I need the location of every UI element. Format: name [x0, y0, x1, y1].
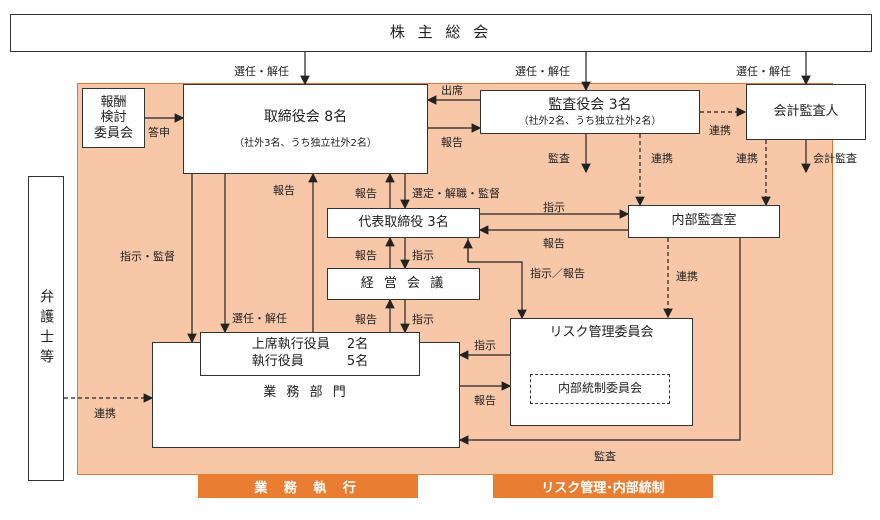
risk-management-committee: リスク管理委員会	[510, 318, 693, 426]
label-elect-officers: 選任・解任	[232, 312, 287, 325]
remuneration-line-3: 委員会	[93, 125, 133, 141]
internal-audit-office: 内部監査室	[628, 205, 780, 238]
lawyers: 弁護士等	[28, 176, 64, 481]
label-audit-bottom: 監査	[594, 450, 616, 463]
label-instruct-report: 指示／報告	[530, 267, 585, 280]
label-report-mm-rep: 報告	[355, 249, 377, 262]
internal-audit-label: 内部監査室	[671, 213, 737, 229]
label-elect-accounting: 選任・解任	[736, 65, 791, 78]
shareholders-label: 株 主 総 会	[389, 23, 493, 42]
footer-execution: 業 務 執 行	[198, 474, 418, 498]
lawyer-label: 弁護士等	[38, 288, 55, 369]
label-report-risk: 報告	[474, 394, 496, 407]
label-liaison-aud-ia: 連携	[651, 152, 673, 165]
label-report-off-mm: 報告	[355, 313, 377, 326]
label-report-upper: 報告	[273, 184, 295, 197]
officers-label: 執行役員 5名	[251, 354, 369, 369]
footer-risk-control: リスク管理･内部統制	[493, 474, 713, 498]
label-report-ia: 報告	[543, 237, 565, 250]
shareholders-meeting: 株 主 総 会	[10, 14, 872, 52]
board-of-directors: 取締役会 8名 （社外3名、うち独立社外2名）	[183, 84, 428, 174]
label-attendance: 出席	[441, 84, 463, 97]
label-instruct-ia: 指示	[543, 201, 565, 214]
senior-officers-label: 上席執行役員 2名	[251, 337, 369, 353]
label-accounting-audit: 会計監査	[813, 152, 857, 165]
label-elect-board: 選任・解任	[234, 65, 289, 78]
label-audit-auditors: 監査	[548, 152, 570, 165]
label-elect-auditors: 選任・解任	[515, 65, 570, 78]
accounting-auditor-label: 会計監査人	[773, 103, 839, 119]
representative-directors: 代表取締役 3名	[327, 208, 480, 238]
label-instruct-rep-mm: 指示	[412, 249, 434, 262]
risk-committee-label: リスク管理委員会	[549, 325, 654, 340]
accounting-auditor: 会計監査人	[746, 84, 866, 140]
board-subtitle: （社外3名、うち独立社外2名）	[234, 137, 377, 149]
label-liaison-ia-risk: 連携	[676, 270, 698, 283]
management-meeting: 経 営 会 議	[327, 268, 480, 300]
label-liaison-aa: 連携	[709, 124, 731, 137]
label-report-auditors: 報告	[441, 136, 463, 149]
board-title: 取締役会 8名	[263, 109, 348, 126]
representative-label: 代表取締役 3名	[358, 214, 449, 230]
remuneration-line-2: 検討	[100, 110, 127, 126]
label-report-rep-board: 報告	[355, 187, 377, 200]
label-instruct-risk: 指示	[474, 339, 496, 352]
label-instruct-mm-off: 指示	[412, 313, 434, 326]
label-instruct-supervise: 指示・監督	[120, 250, 175, 263]
label-appoint: 選定・解職・監督	[412, 187, 500, 200]
business-label: 業 務 部 門	[263, 385, 349, 400]
auditors-subtitle: （社外2名、うち独立社外2名）	[518, 115, 662, 127]
footer-execution-label: 業 務 執 行	[254, 480, 362, 496]
auditors-title: 監査役会 3名	[548, 97, 632, 114]
remuneration-line-1: 報酬	[100, 94, 127, 110]
footer-risk-label: リスク管理･内部統制	[541, 480, 665, 496]
internal-control-committee: 内部統制委員会	[530, 374, 670, 404]
internal-control-label: 内部統制委員会	[557, 381, 642, 396]
remuneration-committee: 報酬 検討 委員会	[82, 88, 145, 148]
label-liaison-aa-ia: 連携	[736, 152, 758, 165]
management-meeting-label: 経 営 会 議	[360, 275, 447, 291]
board-of-auditors: 監査役会 3名 （社外2名、うち独立社外2名）	[480, 90, 700, 134]
executive-officers: 上席執行役員 2名 執行役員 5名	[200, 332, 420, 376]
label-liaison-lawyer: 連携	[94, 407, 116, 420]
label-reply: 答申	[148, 126, 170, 139]
